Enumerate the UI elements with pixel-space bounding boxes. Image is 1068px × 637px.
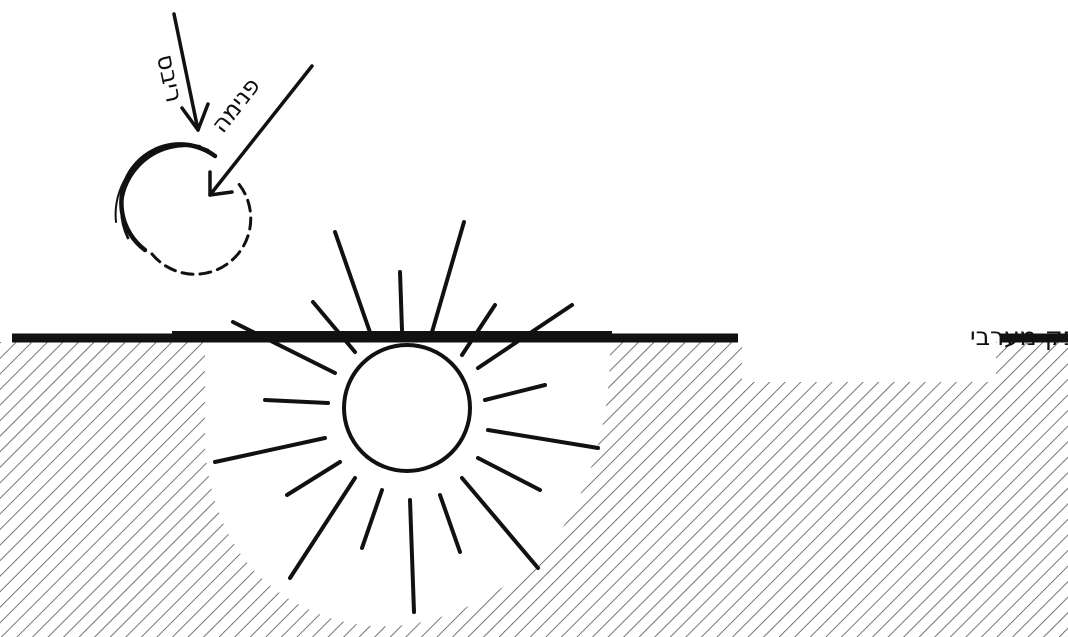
crescent-moon-icon — [116, 144, 251, 274]
horizon-label: אופק מערבי — [970, 322, 1068, 351]
outer-arrow-label: פנימה — [206, 72, 266, 138]
moon-dashed-outline — [152, 183, 251, 274]
